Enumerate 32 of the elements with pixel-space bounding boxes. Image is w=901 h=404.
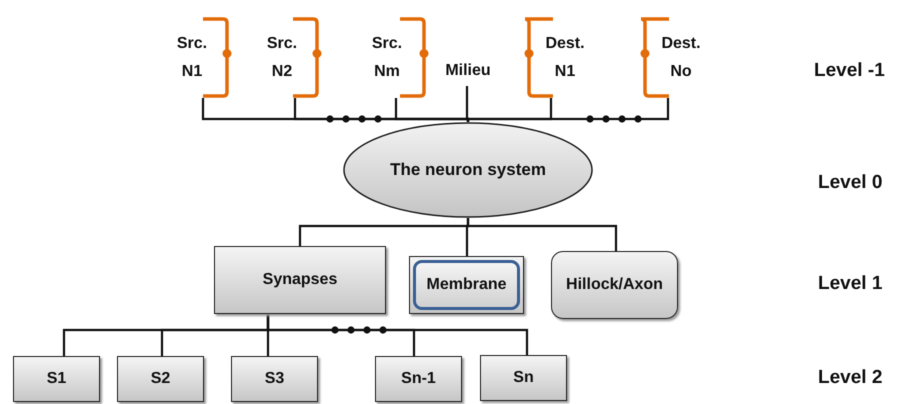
level-label: Level 1 bbox=[818, 273, 882, 295]
node-text: Sn bbox=[513, 368, 534, 388]
process-box bbox=[409, 256, 524, 314]
node-text: Sn-1 bbox=[401, 369, 436, 389]
node-text: The neuron system bbox=[390, 159, 546, 181]
connector-line bbox=[466, 218, 618, 251]
node-text: Membrane bbox=[426, 275, 507, 295]
node-text: Dest. No bbox=[660, 34, 702, 82]
node-text: S3 bbox=[264, 369, 284, 389]
node-text: Src. N1 bbox=[176, 34, 208, 82]
process-box bbox=[375, 356, 462, 402]
rounded-box bbox=[551, 251, 678, 319]
connector-line bbox=[466, 98, 670, 122]
level-label: Level 0 bbox=[818, 172, 882, 194]
process-box bbox=[480, 355, 567, 401]
level-label: Level -1 bbox=[814, 60, 885, 82]
node-text: Src. Nm bbox=[370, 34, 404, 82]
node-text: Hillock/Axon bbox=[566, 275, 663, 295]
system-ellipse bbox=[343, 122, 593, 218]
process-box bbox=[231, 356, 318, 402]
process-box bbox=[117, 356, 204, 402]
node-text: Dest. N1 bbox=[544, 34, 586, 82]
connector-line bbox=[466, 86, 470, 122]
process-box bbox=[13, 356, 100, 402]
process-box bbox=[214, 246, 386, 314]
node-label: Milieu bbox=[445, 61, 491, 81]
node-text: S1 bbox=[46, 369, 66, 389]
node-text: S2 bbox=[150, 369, 170, 389]
node-text: Src. N2 bbox=[266, 34, 298, 82]
node-text: Synapses bbox=[262, 270, 338, 290]
connector-line bbox=[266, 314, 528, 355]
level-label: Level 2 bbox=[818, 367, 882, 389]
